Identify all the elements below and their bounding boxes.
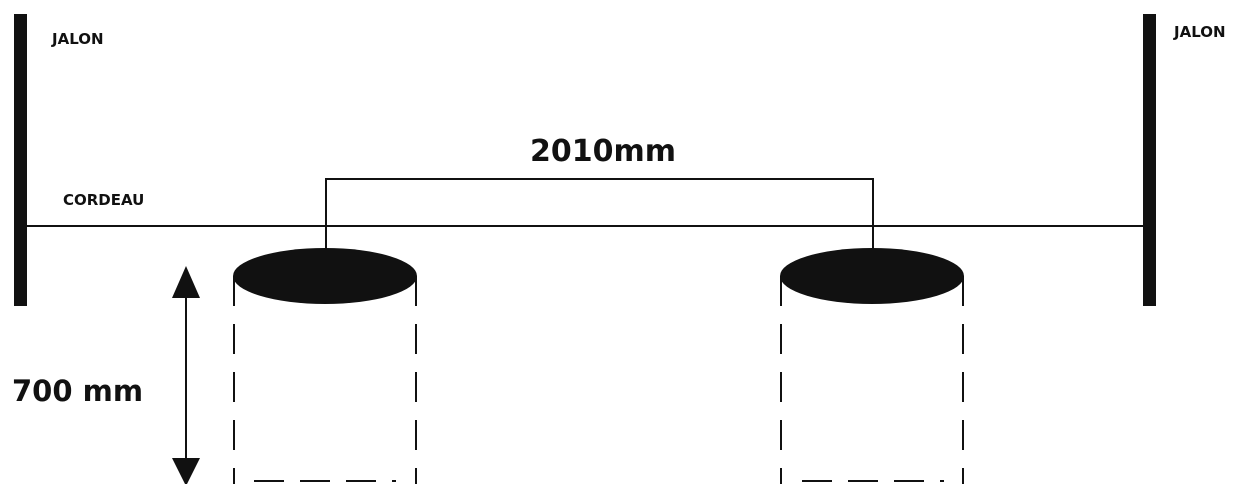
spacing-bracket xyxy=(325,178,874,249)
depth-label: 700 mm xyxy=(12,374,144,408)
right-hole-top xyxy=(780,248,964,304)
right-planting-hole xyxy=(780,248,964,484)
left-pole xyxy=(14,14,27,306)
depth-arrow xyxy=(172,266,200,484)
left-pole-label: JALON xyxy=(52,30,104,48)
depth-arrow-head-up xyxy=(172,266,200,298)
depth-arrow-head-down xyxy=(172,458,200,484)
spacing-label: 2010mm xyxy=(530,134,677,169)
left-planting-hole xyxy=(233,248,417,484)
right-pole xyxy=(1143,14,1156,306)
string-label: CORDEAU xyxy=(63,191,145,209)
right-pole-label: JALON xyxy=(1174,23,1226,41)
left-hole-top xyxy=(233,248,417,304)
